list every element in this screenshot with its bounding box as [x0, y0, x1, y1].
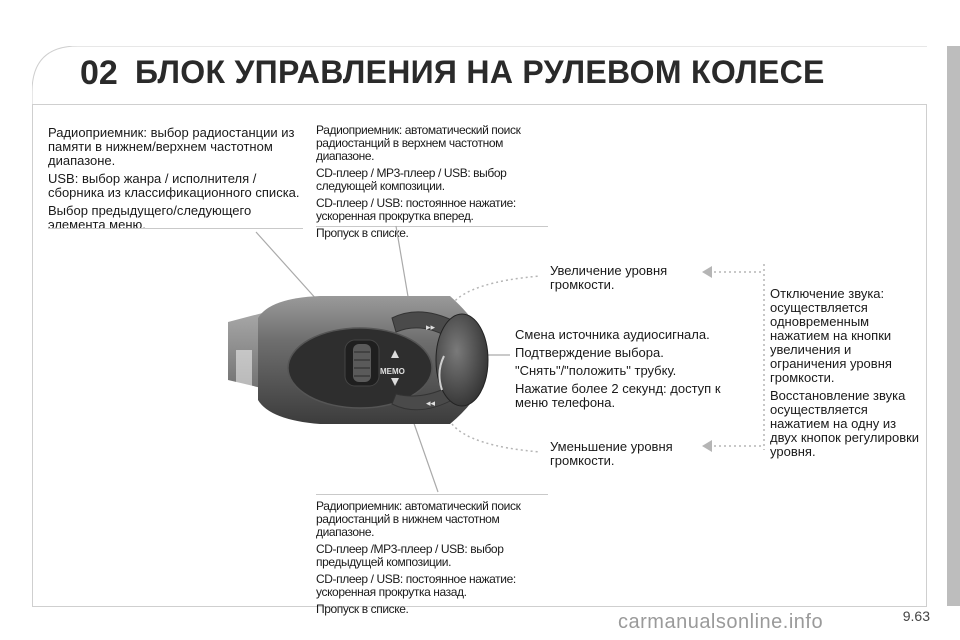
volume-up-label: Увеличение уровня громкости. [550, 263, 668, 292]
bottom-p1: Радиоприемник: автоматический поиск ради… [316, 499, 521, 539]
header-band [32, 46, 927, 104]
up-arrow-icon [391, 350, 399, 358]
source-p1: Смена источника аудиосигнала. [515, 327, 710, 342]
callout-bottom [409, 411, 439, 493]
rule-bottom [316, 494, 548, 495]
source-p4: Нажатие более 2 секунд: доступ к меню те… [515, 381, 721, 410]
content-frame [32, 104, 927, 607]
text-volume-up: Увеличение уровня громкости. [550, 264, 710, 296]
fast-forward-icon: ▸▸ [426, 323, 436, 333]
text-source: Смена источника аудиосигнала. Подтвержде… [515, 328, 735, 414]
side-tab [947, 46, 960, 606]
rewind-icon: ◂◂ [426, 399, 436, 409]
source-p3: "Снять"/"положить" трубку. [515, 363, 677, 378]
chapter-number: 02 [80, 54, 118, 92]
bottom-p3: CD-плеер / USB: постоянное нажатие: уско… [316, 572, 516, 599]
callout-volume-down [451, 423, 541, 453]
left-p2: USB: выбор жанра / исполнителя / сборник… [48, 171, 300, 200]
scroll-wheel[interactable] [344, 339, 380, 387]
page-number: 9.63 [902, 608, 930, 624]
page-title: БЛОК УПРАВЛЕНИЯ НА РУЛЕВОМ КОЛЕСЕ [135, 54, 825, 90]
text-seek-down: Радиоприемник: автоматический поиск ради… [316, 500, 556, 620]
source-phone-button[interactable] [435, 313, 489, 407]
watermark: carmanualsonline.info [618, 611, 824, 633]
down-arrow-icon [391, 378, 399, 386]
text-seek-up: Радиоприемник: автоматический поиск ради… [316, 124, 556, 244]
text-left-preset: Радиоприемник: выбор радиостанции из пам… [48, 126, 303, 236]
left-p1: Радиоприемник: выбор радиостанции из пам… [48, 125, 295, 168]
mute-p1: Отключение звука: осуществляется одновре… [770, 286, 892, 385]
top-p1: Радиоприемник: автоматический поиск ради… [316, 123, 521, 163]
mute-p2: Восстановление звука осуществляется нажа… [770, 388, 920, 459]
text-mute: Отключение звука: осуществляется одновре… [770, 287, 925, 463]
stalk-highlight [236, 350, 252, 386]
callout-volume-up [451, 275, 541, 305]
rule-left [48, 228, 303, 229]
volume-down-label: Уменьшение уровня громкости. [550, 439, 673, 468]
bottom-p2: CD-плеер /MP3-плеер / USB: выбор предыду… [316, 542, 504, 569]
top-p4: Пропуск в списке. [316, 226, 409, 240]
memo-toggle[interactable]: MEMO [380, 350, 405, 386]
top-p2: CD-плеер / MP3-плеер / USB: выбор следую… [316, 166, 507, 193]
arrow-left-icon [702, 266, 712, 278]
text-volume-down: Уменьшение уровня громкости. [550, 440, 710, 472]
rule-top [316, 226, 548, 227]
bottom-p4: Пропуск в списке. [316, 602, 409, 616]
arrow-left-icon [702, 440, 712, 452]
top-p3: CD-плеер / USB: постоянное нажатие: уско… [316, 196, 516, 223]
phone-icon [438, 355, 445, 391]
source-p2: Подтверждение выбора. [515, 345, 664, 360]
memo-label: MEMO [380, 367, 405, 376]
